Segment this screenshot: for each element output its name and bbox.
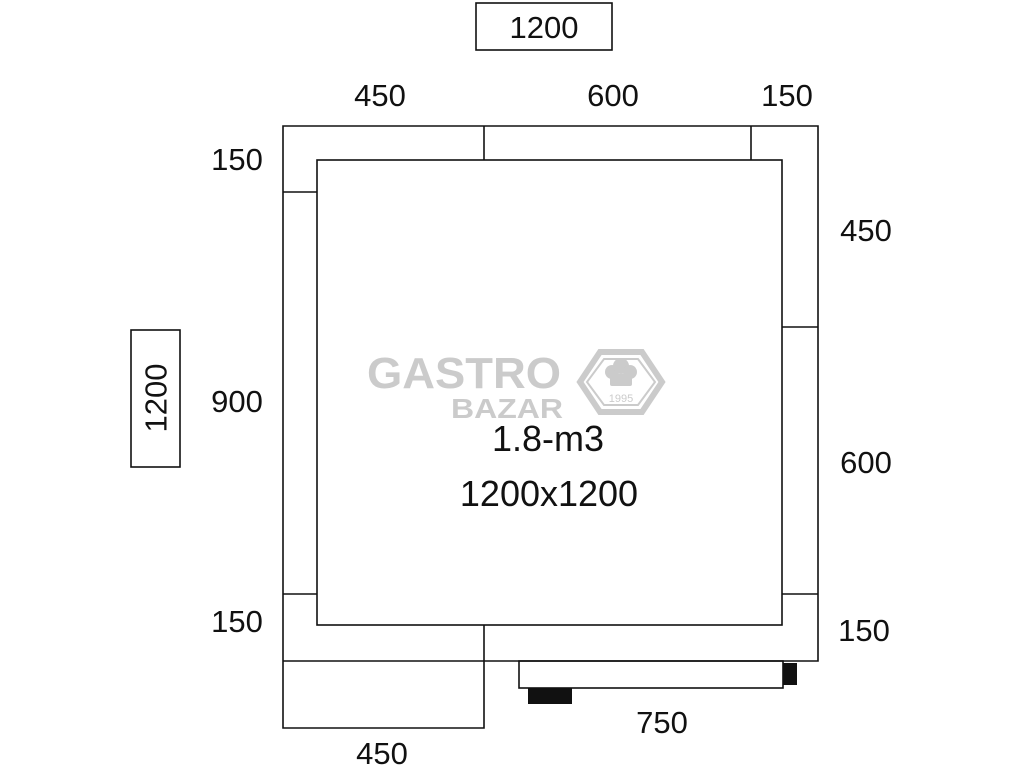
door-hinge-right [783,663,797,685]
left-segment-2: 900 [211,384,263,419]
overall-depth-box: 1200 [130,329,181,468]
right-segment-2: 600 [840,445,892,480]
watermark-line2: BAZAR [451,393,563,424]
left-segment-1: 150 [211,142,263,177]
right-segment-3: 150 [838,613,890,648]
door-width-label: 750 [636,705,688,740]
overall-width-box: 1200 [475,2,613,51]
watermark-line1: GASTRO [367,349,561,398]
inner-room [316,159,783,626]
right-segment-1: 450 [840,213,892,248]
top-segment-2: 600 [587,78,639,113]
gastrobazar-watermark: GASTRO BAZAR 1995 [367,349,666,424]
left-segment-3: 150 [211,604,263,639]
overall-depth-label: 1200 [139,364,174,433]
chef-hat-icon: 1995 [576,349,666,415]
overall-width-label: 1200 [510,10,579,45]
bottom-left-segment: 450 [356,736,408,768]
volume-label: 1.8-m3 [492,418,604,459]
door-panel [518,660,784,689]
size-label: 1200x1200 [460,473,638,514]
door-handle-bottom [528,688,572,704]
top-segment-1: 450 [354,78,406,113]
panel-joints [283,126,818,662]
watermark-year: 1995 [609,393,633,405]
top-segment-3: 150 [761,78,813,113]
